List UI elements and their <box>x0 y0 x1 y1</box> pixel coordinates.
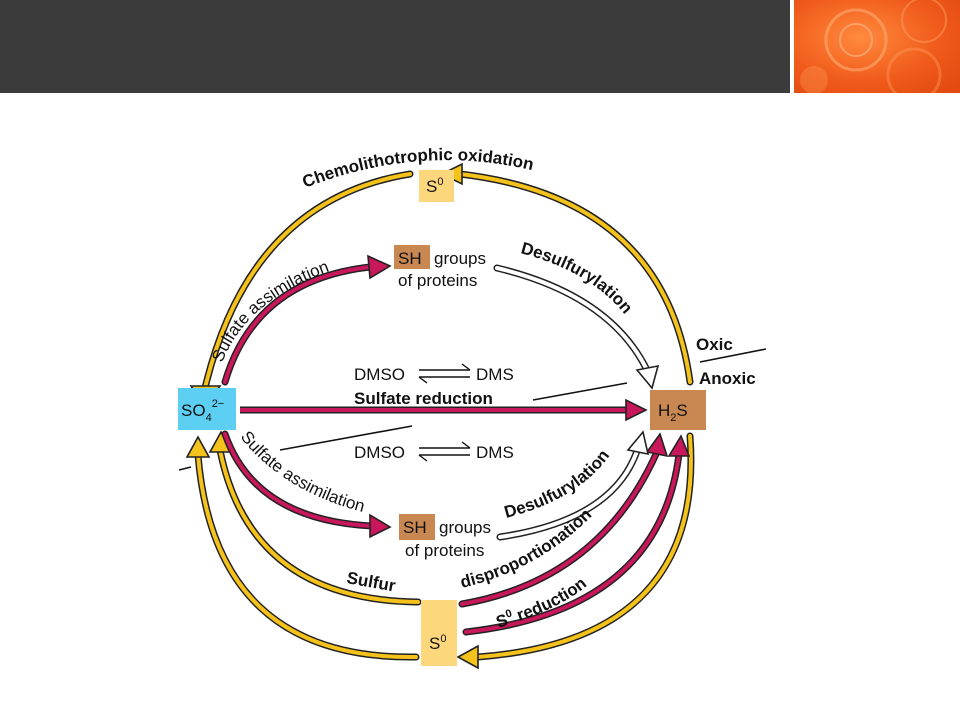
svg-text:SH: SH <box>398 249 422 268</box>
header-gap <box>790 0 794 93</box>
yellow-arrow-h2s-to-s0-bottom <box>456 432 695 670</box>
label-oxic: Oxic <box>696 335 733 354</box>
oxic-anoxic-boundary <box>178 348 767 471</box>
label-chemolithotrophic-oxidation: Chemolithotrophic oxidation <box>300 145 536 192</box>
boundary-line-left <box>279 425 413 451</box>
node-sh-top: SH groups of proteins <box>394 245 486 290</box>
node-h2s: H2S <box>650 390 706 430</box>
decorative-tile-graphic <box>794 0 960 93</box>
label-dmso-bottom: DMSO <box>354 443 405 462</box>
magenta-arrow-sulfate-assimilation-bottom <box>221 430 392 539</box>
svg-text:of proteins: of proteins <box>405 541 484 560</box>
label-anoxic: Anoxic <box>699 369 756 388</box>
label-sulfate-assimilation-bottom: Sulfate assimilation <box>237 427 367 516</box>
svg-text:groups: groups <box>439 518 491 537</box>
magenta-arrow-s0-reduction <box>462 434 691 636</box>
label-dms-bottom: DMS <box>476 443 514 462</box>
svg-text:SO42−: SO42− <box>181 398 224 424</box>
boundary-line-far-right <box>699 348 767 363</box>
magenta-arrow-sulfate-assimilation-top <box>221 254 392 386</box>
magenta-arrow-sulfate-reduction <box>240 398 648 422</box>
white-arrow-desulfurylation-bottom <box>496 430 650 541</box>
boundary-line-far-left <box>178 466 192 471</box>
white-arrow-desulfurylation-top <box>493 264 660 390</box>
yellow-arrow-sulfur-outer <box>185 435 420 661</box>
equilibrium-arrow-top <box>418 363 471 384</box>
svg-text:SH: SH <box>403 518 427 537</box>
decorative-tile <box>794 0 960 93</box>
svg-text:S0: S0 <box>426 176 443 196</box>
node-sh-bottom: SH groups of proteins <box>399 514 491 560</box>
svg-text:of proteins: of proteins <box>398 271 477 290</box>
header-band <box>0 0 790 93</box>
node-s0-bottom: S0 <box>421 600 457 666</box>
label-desulfurylation-bottom: Desulfurylation <box>502 446 613 522</box>
label-dmso-top: DMSO <box>354 365 405 384</box>
boundary-line-right <box>532 382 628 401</box>
label-sulfate-reduction: Sulfate reduction <box>354 389 493 408</box>
magenta-arrow-disproportionation <box>458 432 669 608</box>
label-dms-top: DMS <box>476 365 514 384</box>
node-so4: SO42− <box>178 388 236 430</box>
svg-text:S0: S0 <box>429 633 446 653</box>
svg-text:H2S: H2S <box>658 401 688 424</box>
equilibrium-arrow-bottom <box>418 441 471 462</box>
node-s0-top: S0 <box>419 170 454 202</box>
svg-text:groups: groups <box>434 249 486 268</box>
